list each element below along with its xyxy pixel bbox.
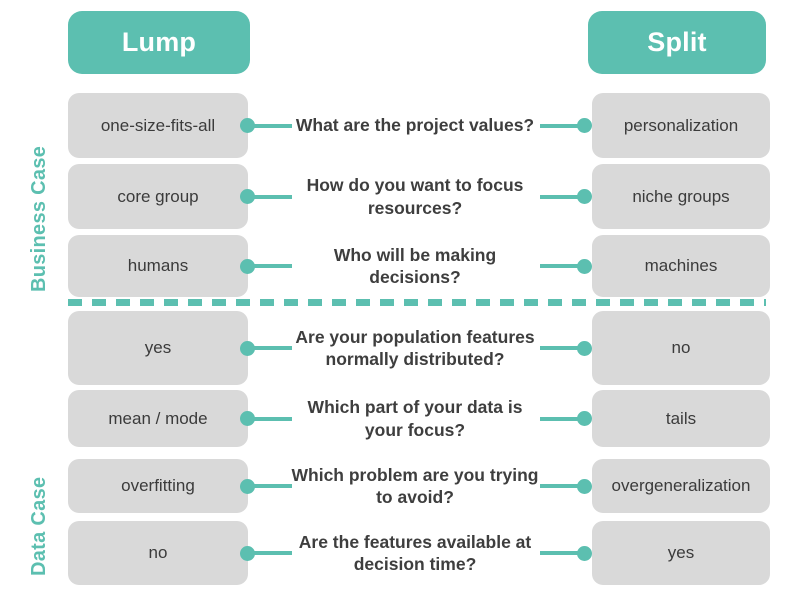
matrix-row: yes Are your population features normally… (0, 311, 800, 385)
split-option-box[interactable]: yes (592, 521, 770, 585)
connector-line-left (252, 194, 292, 199)
connector-dot-right-icon (577, 478, 592, 494)
question-text: Are the features available at decision t… (298, 531, 532, 574)
column-header-lump: Lump (68, 11, 250, 74)
matrix-row: humans Who will be making decisions? machi… (0, 235, 800, 297)
connector-dot-left-icon (240, 545, 255, 561)
connector-line-left (252, 264, 292, 268)
connector-dot-left-icon (240, 258, 255, 274)
connector-line-right (540, 194, 584, 199)
connector-dot-right-icon (577, 545, 592, 561)
connector-dot-right-icon (577, 340, 592, 356)
matrix-row: overfitting Which problem are you trying … (0, 459, 800, 513)
connector-dot-right-icon (577, 189, 592, 204)
connector-line-right (540, 264, 584, 268)
lump-option-box[interactable]: overfitting (68, 459, 248, 513)
question-text: How do you want to focus resources? (306, 175, 524, 218)
lump-option-box[interactable]: core group (68, 164, 248, 229)
split-option-box[interactable]: no (592, 311, 770, 385)
connector-dot-right-icon (577, 258, 592, 274)
matrix-row: core group How do you want to focus resou… (0, 164, 800, 229)
connector-line-left (252, 123, 292, 128)
split-option-box[interactable]: machines (592, 235, 770, 297)
question-text: Which problem are you trying to avoid? (291, 464, 539, 507)
connector-dot-right-icon (577, 411, 592, 426)
connector-line-left (252, 551, 292, 555)
lump-option-box[interactable]: mean / mode (68, 390, 248, 447)
connector-dot-left-icon (240, 411, 255, 426)
section-divider-dashed (68, 299, 766, 306)
lump-option-box[interactable]: no (68, 521, 248, 585)
lump-option-box[interactable]: one-size-fits-all (68, 93, 248, 158)
matrix-row: no Are the features available at decision… (0, 521, 800, 585)
question-text: Are your population features normally di… (295, 326, 535, 369)
question-text: What are the project values? (295, 115, 535, 136)
connector-dot-right-icon (577, 118, 592, 133)
question-text: Which part of your data is your focus? (307, 397, 523, 440)
question-text: Who will be making decisions? (333, 244, 497, 287)
column-header-split: Split (588, 11, 766, 74)
split-option-box[interactable]: overgeneralization (592, 459, 770, 513)
split-option-box[interactable]: personalization (592, 93, 770, 158)
connector-line-right (540, 123, 584, 128)
connector-line-right (540, 346, 584, 350)
connector-dot-left-icon (240, 189, 255, 204)
connector-line-right (540, 416, 584, 421)
connector-line-left (252, 346, 292, 350)
connector-line-left (252, 416, 292, 421)
connector-line-right (540, 551, 584, 555)
lump-option-box[interactable]: humans (68, 235, 248, 297)
matrix-row: one-size-fits-all What are the project va… (0, 93, 800, 158)
connector-dot-left-icon (240, 340, 255, 356)
connector-line-left (252, 484, 292, 488)
connector-dot-left-icon (240, 478, 255, 494)
split-option-box[interactable]: niche groups (592, 164, 770, 229)
connector-line-right (540, 484, 584, 488)
connector-dot-left-icon (240, 118, 255, 133)
matrix-row: mean / mode Which part of your data is yo… (0, 390, 800, 447)
split-option-box[interactable]: tails (592, 390, 770, 447)
lump-option-box[interactable]: yes (68, 311, 248, 385)
